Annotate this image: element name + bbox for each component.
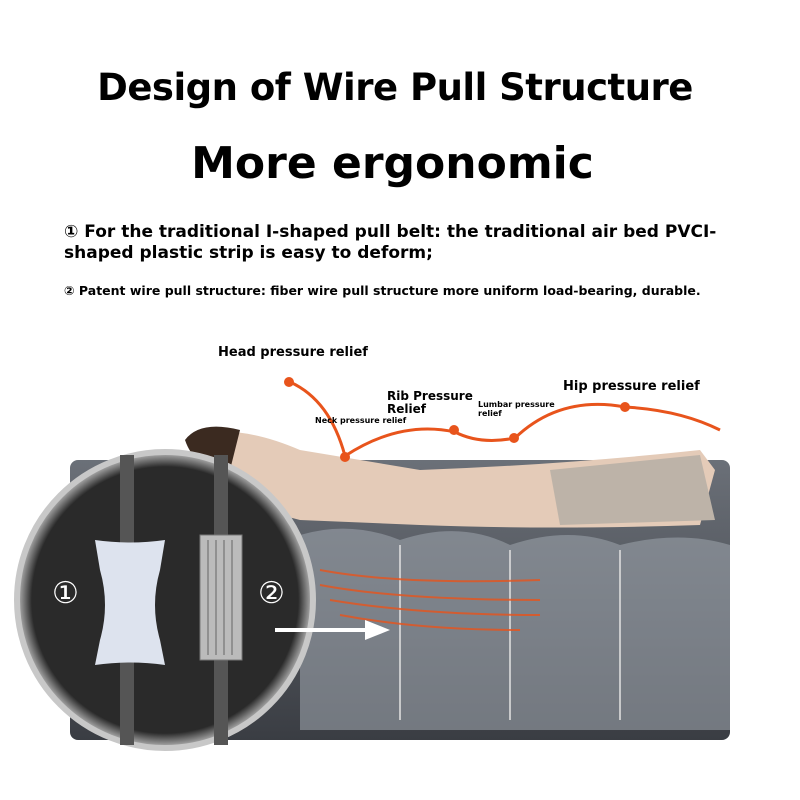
rib-point: [449, 425, 459, 435]
label-traditional: ①: [52, 576, 79, 611]
neck-point: [340, 452, 350, 462]
label-head: Head pressure relief: [218, 345, 368, 360]
lumbar-point: [509, 433, 519, 443]
point-1: ① For the traditional I-shaped pull belt…: [64, 222, 717, 263]
i-shaped-belt: [95, 540, 165, 665]
page-title: Design of Wire Pull Structure: [97, 66, 693, 109]
label-lumbar: Lumbar pressure relief: [478, 400, 555, 418]
point-2: ② Patent wire pull structure: fiber wire…: [64, 283, 701, 298]
page-subtitle: More ergonomic: [191, 138, 594, 189]
label-hip: Hip pressure relief: [563, 379, 700, 394]
label-rib: Rib Pressure Relief: [387, 389, 473, 417]
hip-point: [620, 402, 630, 412]
pressure-curve: [289, 380, 721, 459]
arrow-icon: [365, 620, 390, 640]
inset-circle: [14, 449, 316, 751]
heat-waves: [319, 569, 541, 631]
label-neck: Neck pressure relief: [315, 416, 407, 425]
head-point: [284, 377, 294, 387]
wire-pull-structure: [199, 534, 243, 661]
label-wire-pull: ②: [258, 576, 285, 611]
